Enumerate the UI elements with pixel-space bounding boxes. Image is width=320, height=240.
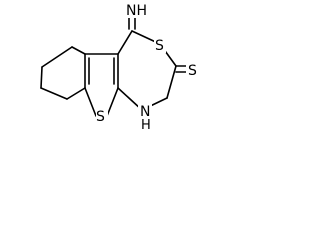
bond bbox=[40, 66, 43, 89]
bond bbox=[71, 46, 86, 55]
bond bbox=[166, 65, 177, 99]
thiophene-s-label: S bbox=[96, 108, 108, 125]
bond-lines bbox=[40, 16, 187, 117]
bond bbox=[66, 87, 86, 100]
bond bbox=[41, 46, 73, 68]
thiophene-s-text: S bbox=[96, 109, 105, 125]
imine-nh-text: NH bbox=[126, 3, 147, 19]
thioether-s-label: S bbox=[154, 37, 166, 54]
thione-s-label: S bbox=[186, 62, 200, 79]
bond bbox=[117, 30, 133, 55]
thioether-s-text: S bbox=[155, 38, 164, 54]
atom-labels: NH S S N H S bbox=[96, 2, 200, 133]
amine-n-label: N H bbox=[138, 103, 152, 133]
thione-s-text: S bbox=[188, 63, 197, 79]
molecule-diagram: NH S S N H S bbox=[40, 2, 200, 133]
bond bbox=[40, 87, 68, 100]
bond bbox=[84, 87, 97, 117]
imine-label: NH bbox=[124, 2, 150, 19]
bond bbox=[106, 87, 119, 117]
amine-h-text: H bbox=[141, 118, 151, 133]
amine-n-text: N bbox=[140, 104, 150, 120]
